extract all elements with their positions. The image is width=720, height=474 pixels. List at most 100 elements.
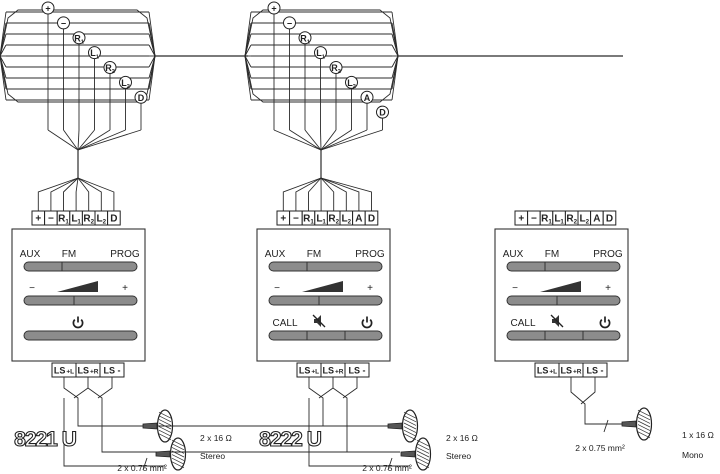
drop-converge <box>320 129 337 151</box>
terminal-wire <box>77 177 102 211</box>
speaker-shape <box>314 315 321 327</box>
volume-ramp-icon <box>57 281 98 292</box>
tap-node-label: L1 <box>316 48 325 60</box>
terminal-wire <box>37 177 79 211</box>
conductor-fan <box>0 33 7 57</box>
speaker-grille <box>158 433 172 441</box>
speaker-grille <box>416 439 430 447</box>
volume-up-label: + <box>367 283 373 294</box>
output-terminal-label: LS - <box>349 366 366 376</box>
impedance-label: 1 x 16 Ω <box>682 430 714 440</box>
conductor-fan <box>391 33 399 57</box>
tap-node-label: + <box>271 4 276 14</box>
speaker-body <box>142 422 158 430</box>
terminal-label: − <box>293 214 299 225</box>
conductor-fan <box>244 55 252 101</box>
tap-node-label: R1 <box>300 33 310 45</box>
terminal-label: − <box>48 214 54 225</box>
conductor-fan <box>0 55 7 68</box>
terminal-label: L2 <box>97 214 107 226</box>
power-arc <box>361 318 373 329</box>
speaker-grille <box>158 415 172 423</box>
speaker-grille <box>416 461 430 469</box>
tap-node <box>134 90 148 104</box>
speaker-grille <box>637 427 651 435</box>
speaker-grille <box>637 417 651 424</box>
tap-node-label: + <box>45 4 50 14</box>
terminal-label: A <box>593 214 600 225</box>
speaker-lead <box>308 398 410 467</box>
terminal-label: − <box>531 214 537 225</box>
output-terminal-label: LS - <box>104 366 121 376</box>
tap-node <box>103 61 117 74</box>
terminal-label: R2 <box>83 214 94 226</box>
cable-tick <box>603 419 609 433</box>
speaker-grille <box>171 457 185 465</box>
speaker-body <box>621 420 637 428</box>
conductor-fan <box>391 55 399 101</box>
speaker-grille <box>416 447 430 454</box>
conductor-fan <box>148 55 156 68</box>
volume-button-bar <box>268 295 383 306</box>
speaker-grille <box>637 409 651 417</box>
output-terminal-label: LS+R <box>77 366 98 376</box>
terminal-wire <box>295 177 322 211</box>
speaker-grille <box>158 419 172 426</box>
model-number: 8222 U <box>259 428 321 451</box>
speaker-icon <box>155 437 187 471</box>
power-icon <box>599 316 611 329</box>
tap-node <box>41 1 55 15</box>
conductor-fan <box>244 22 252 57</box>
terminal-label: L1 <box>316 214 326 226</box>
output-terminal-label: LS+L <box>299 366 319 376</box>
cable-spec: 2 x 0.75 mm² <box>362 463 412 473</box>
terminal-label: D <box>606 214 613 225</box>
output-terminal-label: LS+R <box>322 366 343 376</box>
conductor-fan <box>244 55 252 68</box>
speaker-wire <box>580 377 596 405</box>
speaker-lead <box>63 398 165 467</box>
speaker-grille <box>416 443 430 451</box>
source-button-bar <box>268 261 383 272</box>
mute-slash <box>312 314 326 328</box>
label-call: CALL <box>272 318 297 329</box>
output-terminal-label: LS+R <box>560 366 581 376</box>
mode-label: Mono <box>682 450 704 460</box>
cable-spec: 2 x 0.75 mm² <box>575 443 625 453</box>
terminal-wire <box>50 177 79 211</box>
speaker-grille <box>637 420 651 428</box>
tap-node-label: − <box>61 18 66 28</box>
junction-outline <box>244 9 399 103</box>
terminal-label: D <box>110 214 117 225</box>
terminal-wire <box>320 177 372 211</box>
label-fm: FM <box>307 249 321 260</box>
speaker-shape <box>552 315 559 327</box>
speaker-wire <box>63 377 158 427</box>
drop-converge <box>77 129 111 151</box>
tap-node <box>119 75 132 89</box>
cable-tick <box>142 457 148 471</box>
speaker-wire <box>158 377 324 427</box>
tap-node <box>57 16 70 30</box>
tap-node-label: R2 <box>331 63 341 75</box>
tap-node-label: A <box>364 93 371 103</box>
volume-button-bar <box>506 295 621 306</box>
conductor-fan <box>391 44 399 57</box>
terminal-label: L2 <box>342 214 352 226</box>
speaker-grille <box>171 454 185 461</box>
volume-button-bar <box>23 295 138 306</box>
tap-node <box>345 75 358 89</box>
drop-converge <box>320 129 383 151</box>
speaker-grille <box>403 433 417 441</box>
cable-spec: 2 x 0.75 mm² <box>117 463 167 473</box>
tap-node-label: R1 <box>74 33 84 45</box>
conductor-fan <box>244 33 252 57</box>
source-button-bar <box>506 261 621 272</box>
terminal-wire <box>77 177 115 211</box>
volume-ramp-icon <box>540 281 581 292</box>
terminal-label: D <box>368 214 375 225</box>
